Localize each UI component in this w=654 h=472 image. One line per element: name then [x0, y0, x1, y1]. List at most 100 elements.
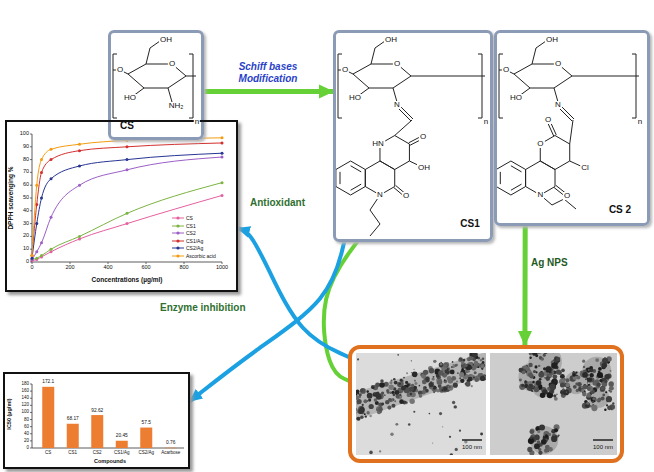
tick-label: 160 [21, 389, 29, 394]
tick-mark [30, 391, 32, 392]
data-point [221, 156, 224, 159]
data-point [35, 257, 38, 260]
legend-swatch [172, 223, 184, 229]
chart-text: Concentrations (µg/ml) [92, 277, 163, 284]
data-point [40, 241, 43, 244]
atom-label: HO [123, 94, 137, 102]
data-point [40, 158, 43, 161]
data-curve [32, 143, 222, 256]
tick-mark [108, 262, 109, 264]
atom-label: O [402, 192, 410, 200]
polymer-bracket [189, 54, 193, 118]
data-point [40, 197, 43, 200]
legend-label: Ascorbic acid [186, 253, 216, 258]
edge-label: Enzyme inhibition [160, 302, 246, 314]
data-point [35, 250, 38, 253]
scale-bar [593, 439, 613, 441]
legend-label: CS [186, 216, 193, 221]
legend-label: CS2 [186, 231, 196, 236]
data-point [126, 145, 129, 148]
aromatic-bond [511, 166, 522, 172]
tick-label: 40 [23, 208, 29, 214]
chart-text: 68.17 [67, 417, 79, 422]
data-point [221, 141, 224, 144]
data-point [31, 257, 34, 260]
tick-mark [30, 159, 32, 160]
ring-line [353, 64, 411, 88]
tick-mark [30, 433, 32, 434]
compound-name: CS [120, 121, 134, 131]
data-point [50, 158, 53, 161]
ring-line [514, 64, 572, 88]
polymer-bracket [632, 54, 636, 118]
tick-mark [30, 249, 32, 250]
chart-axis [32, 134, 222, 262]
tick-mark [30, 398, 32, 399]
structure-box: CS [108, 30, 204, 140]
tick-mark [30, 134, 32, 135]
legend-entry: CS2/Ag [172, 245, 224, 251]
tick-mark [30, 426, 32, 427]
chart-text: DPPH scavenging % [8, 166, 15, 229]
atom-label: OH [384, 36, 398, 44]
tick-mark [30, 198, 32, 199]
legend-entry: CS1/Ag [172, 238, 224, 244]
bond-line [411, 76, 485, 77]
edge-label: Antioxidant [250, 197, 305, 209]
data-point [50, 177, 53, 180]
atom-label: NH₂ [168, 102, 185, 110]
ring-line [540, 136, 569, 170]
data-point [78, 149, 81, 152]
legend-label: CS1 [186, 223, 196, 228]
legend-label: CS1/Ag [186, 238, 203, 243]
chart-box: IC50 (µg/ml)020406080100120140160180172.… [3, 372, 190, 469]
tick-mark [70, 262, 71, 264]
connector [238, 228, 348, 356]
bond-line [371, 41, 385, 64]
aromatic-bond [351, 184, 362, 190]
tick-label: 100 [21, 410, 29, 415]
aromatic-bond [351, 166, 362, 172]
data-point [126, 168, 129, 171]
chart-text: IC50 (µg/ml) [7, 398, 13, 429]
bond-line [572, 76, 639, 77]
ring-line [496, 161, 525, 195]
bar [140, 428, 152, 448]
polymer-bracket [113, 54, 117, 118]
legend-entry: CS [172, 215, 224, 221]
tick-mark [30, 210, 32, 211]
data-point [126, 212, 129, 215]
data-point [40, 171, 43, 174]
compound-name: CS1 [460, 219, 479, 229]
bar [165, 447, 177, 449]
tick-mark [222, 262, 223, 264]
chart-text: CS2/Ag [138, 450, 154, 455]
tick-label: 120 [21, 403, 29, 408]
aromatic-bond [511, 184, 522, 190]
atom-label: O [393, 60, 401, 68]
atom-label: O [116, 66, 124, 74]
data-point [221, 136, 224, 139]
chart-text: 0.76 [166, 441, 175, 446]
polymer-bracket [478, 54, 482, 118]
edge-label: Ag NPS [531, 257, 568, 269]
ring-line [128, 64, 186, 88]
chart-box: DPPH scavenging %Concentrations (µg/ml)0… [5, 120, 238, 292]
atom-label: HO [348, 94, 362, 102]
atom-label: HO [509, 94, 523, 102]
bar [42, 387, 54, 448]
chart-text: CS2 [93, 450, 102, 455]
scale-bar [462, 439, 482, 441]
tick-label: 180 [21, 382, 29, 387]
aromatic-bond [340, 172, 341, 184]
tick-mark [30, 440, 32, 441]
bond-line [395, 120, 412, 136]
tick-mark [146, 262, 147, 264]
data-point [78, 237, 81, 240]
bond-line [554, 88, 558, 102]
legend-entry: CS1 [172, 223, 224, 229]
legend-swatch [172, 215, 184, 221]
tick-mark [30, 146, 32, 147]
data-point [78, 143, 81, 146]
